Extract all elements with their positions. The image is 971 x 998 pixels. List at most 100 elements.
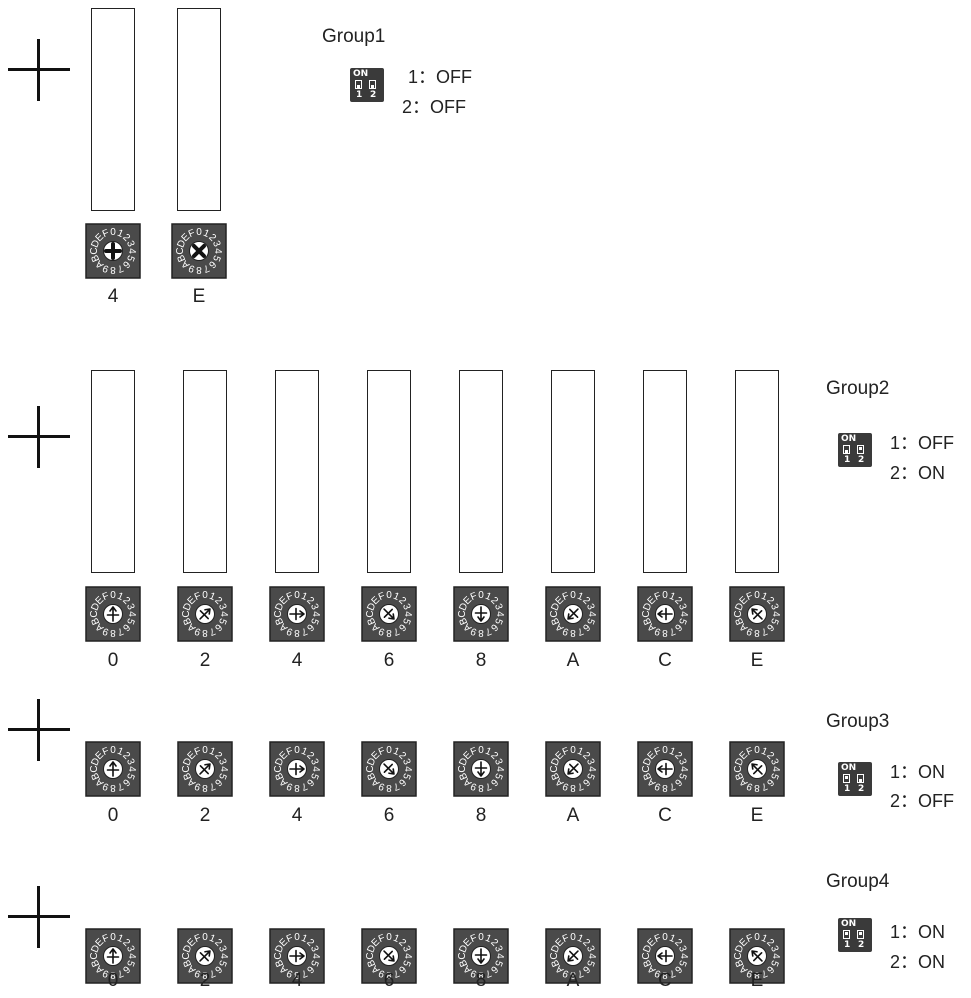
dial-digit: 0 [478, 590, 484, 601]
dial-digit: 0 [202, 590, 208, 601]
rotary-switch-label: 6 [383, 805, 395, 826]
dial-indicator [383, 608, 395, 620]
dip-setting-line-1: 1：OFF [408, 67, 473, 87]
dial-digit: 9 [377, 967, 387, 979]
dial-digit: F [745, 591, 755, 604]
dial-digit: 7 [207, 780, 217, 792]
dial-indicator [567, 763, 579, 775]
card-slot [735, 370, 779, 573]
group-title: Group1 [322, 26, 386, 47]
dial-digit: F [193, 591, 203, 604]
dial-digit: C [89, 952, 100, 959]
dial-digit: 4 [126, 953, 137, 959]
dial-digit: D [733, 756, 746, 767]
dial-digit: F [561, 591, 571, 604]
rotary-switch-label: E [750, 805, 764, 826]
rotary-switch-label: A [566, 650, 580, 671]
dial-digit: 0 [662, 745, 668, 756]
dip-num-2: 2 [370, 90, 377, 100]
dial-indicator [657, 762, 673, 776]
dial-digit: 5 [210, 253, 222, 263]
dial-digit: 3 [308, 602, 320, 612]
rotary-switch-label: C [658, 970, 672, 991]
dial-digit: F [101, 933, 111, 946]
dial-digit: C [89, 610, 100, 617]
dial-digit: 9 [561, 625, 571, 637]
dial-digit: 4 [212, 248, 223, 254]
dial-digit: F [653, 591, 663, 604]
dial-digit: 5 [676, 958, 688, 968]
dial-digit: 4 [586, 953, 597, 959]
dial-digit: 3 [124, 602, 136, 612]
dial-digit: 0 [754, 932, 760, 943]
rotary-switch-label: 4 [291, 650, 303, 671]
dip-num-1: 1 [844, 784, 851, 794]
dial-digit: 7 [299, 780, 309, 792]
dial-digit: B [89, 253, 102, 264]
group-title: Group2 [826, 378, 890, 399]
dial-digit: 8 [196, 264, 202, 275]
dial-digit: C [181, 952, 192, 959]
dial-digit: B [457, 616, 470, 627]
dial-digit: C [457, 952, 468, 959]
dial-digit: 7 [759, 625, 769, 637]
dial-digit: 3 [216, 602, 228, 612]
dial-digit: F [101, 228, 111, 241]
dial-digit: 7 [667, 967, 677, 979]
dial-digit: C [549, 952, 560, 959]
rotary-switch-label: 2 [199, 805, 211, 826]
plus-icon [8, 886, 70, 948]
dial-digit: 1 [391, 933, 401, 945]
dial-digit: 3 [676, 944, 688, 954]
dial-digit: 7 [115, 780, 125, 792]
dial-digit: 0 [294, 932, 300, 943]
dial-digit: 5 [768, 958, 780, 968]
dial-indicator [289, 949, 305, 963]
dial-digit: 8 [662, 782, 668, 793]
card-slot [551, 370, 595, 573]
dial-digit: 4 [310, 611, 321, 617]
group-title: Group3 [826, 711, 890, 732]
card-slot [367, 370, 411, 573]
dial-digit: 8 [570, 627, 576, 638]
dial-digit: B [89, 616, 102, 627]
dial-digit: C [641, 765, 652, 772]
dial-digit: 1 [759, 933, 769, 945]
dial-digit: 4 [218, 766, 229, 772]
dial-digit: B [365, 771, 378, 782]
dial-digit: 9 [653, 967, 663, 979]
dial-digit: C [549, 765, 560, 772]
dial-indicator [289, 762, 305, 776]
dial-digit: B [365, 616, 378, 627]
dial-digit: B [549, 958, 562, 969]
dial-digit: D [641, 943, 654, 954]
dial-digit: F [285, 933, 295, 946]
dip-num-1: 1 [844, 455, 851, 465]
